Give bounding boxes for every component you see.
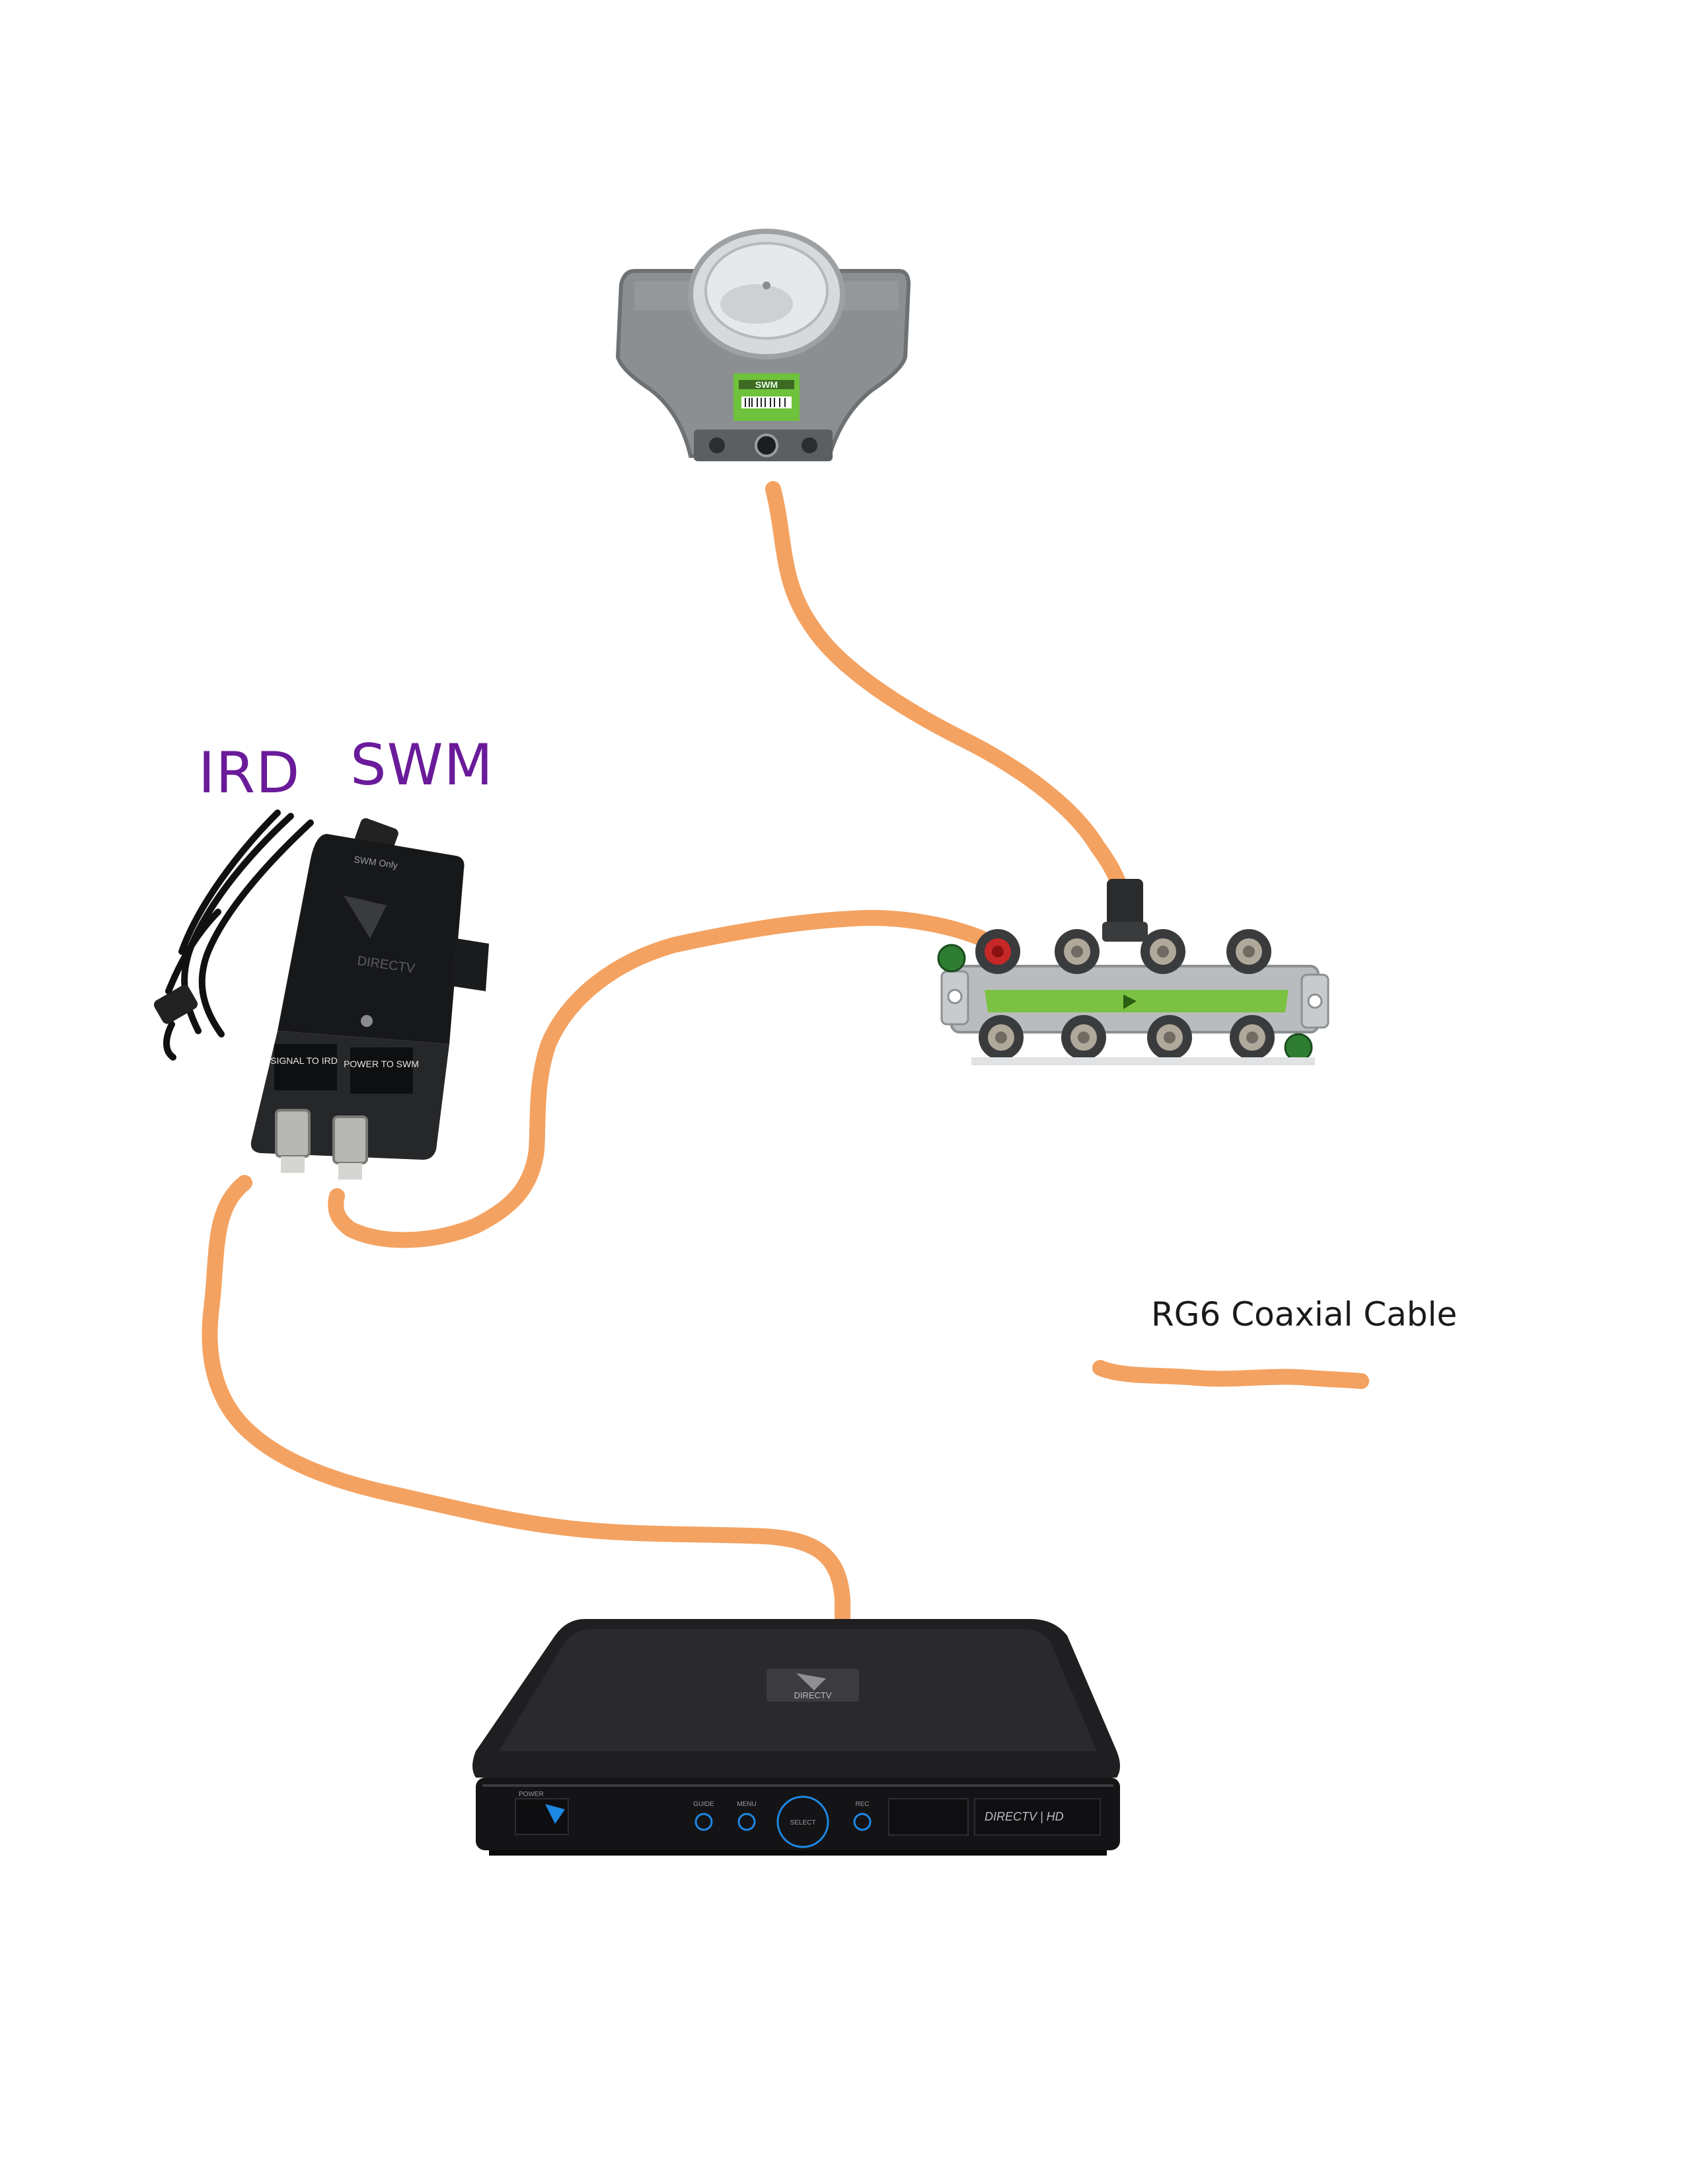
receiver-btn-rec: REC: [855, 1801, 869, 1808]
receiver-brand: DIRECTV: [794, 1690, 831, 1700]
power-inserter-icon: DIRECTV SWM Only SIGNAL TO IRD POWER TO …: [153, 810, 489, 1180]
legend-label: RG6 Coaxial Cable: [1151, 1295, 1458, 1334]
satellite-lnb-icon: SWM: [615, 229, 911, 461]
cable-inserter-to-receiver: [202, 1175, 850, 1630]
lnb-tag: SWM: [755, 379, 778, 390]
receiver-btn-guide: GUIDE: [693, 1801, 714, 1808]
splitter-icon: [937, 879, 1329, 1065]
cable-lnb-to-splitter: [765, 481, 1131, 913]
receiver-btn-select: SELECT: [790, 1819, 816, 1826]
psu-port-power: POWER TO SWM: [344, 1059, 419, 1069]
cable-splitter-to-inserter: [328, 910, 992, 1248]
swm-label: SWM: [350, 732, 494, 798]
cables: [202, 481, 1369, 1630]
receiver-icon: DIRECTV POWER GUIDE MENU SELECT REC DIRE…: [472, 1619, 1120, 1856]
ird-label: IRD: [198, 740, 301, 806]
receiver-btn-menu: MENU: [737, 1801, 756, 1808]
receiver-power-label: POWER: [519, 1791, 544, 1798]
legend-cable-sample: [1092, 1360, 1369, 1389]
psu-port-signal: SIGNAL TO IRD: [270, 1055, 338, 1066]
receiver-hd-label: DIRECTV | HD: [985, 1810, 1064, 1823]
